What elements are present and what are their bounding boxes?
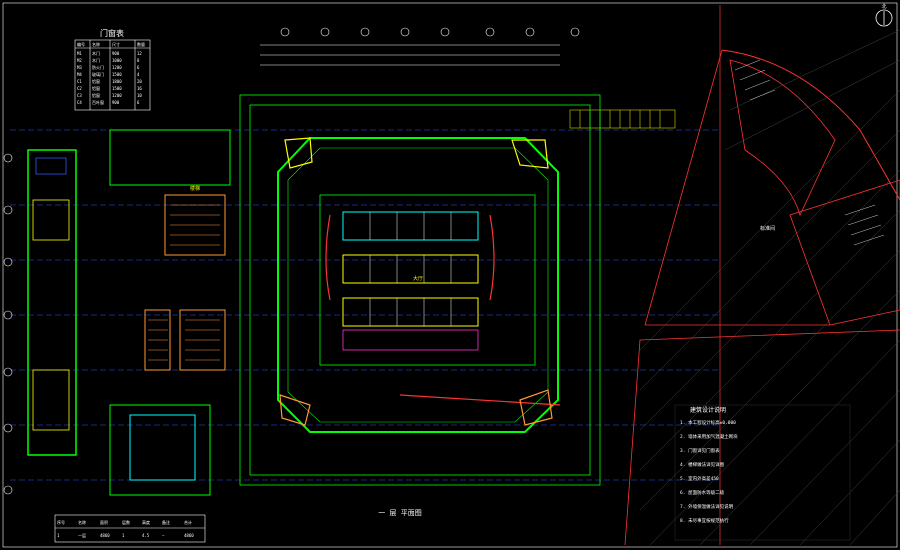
door-table-cell: 玻璃门 — [92, 71, 104, 77]
bottom-table-header: 名称 — [78, 519, 86, 525]
notes-frame — [674, 404, 851, 541]
note-line: 6. 屋面防水等级二级 — [680, 489, 725, 496]
door-table-cell: C3 — [77, 93, 82, 98]
stair-label: 楼梯 — [190, 185, 200, 192]
left-wing — [27, 149, 77, 456]
door-table-header: 编号 — [77, 41, 85, 47]
stair-hatching — [148, 204, 220, 361]
door-table-cell: 1800 — [112, 79, 122, 84]
door-table-header: 数量 — [137, 41, 145, 47]
section-marks — [325, 214, 561, 406]
bottom-table-cell: 1 — [57, 533, 60, 538]
north-label: 北 — [881, 3, 886, 10]
door-table-cell: 木门 — [92, 50, 100, 56]
site-walls — [239, 94, 601, 486]
hatch-area — [639, 29, 900, 546]
door-table-cell: M4 — [77, 72, 82, 77]
door-table-cell: 1500 — [112, 86, 122, 91]
door-table-title: 门窗表 — [100, 28, 124, 38]
door-table-cell: 6 — [137, 65, 140, 70]
door-table-grid — [74, 39, 151, 111]
door-table-cell: 10 — [137, 93, 142, 98]
building-outer-wall — [277, 137, 559, 433]
door-table-cell: C2 — [77, 86, 82, 91]
note-line: 1. 本工程设计标高±0.000 — [680, 419, 736, 426]
bottom-table-header: 高度 — [142, 519, 150, 525]
door-table-header: 名称 — [92, 41, 100, 47]
axis-bubbles-top — [280, 27, 580, 37]
door-table-cell: 8 — [137, 58, 140, 63]
bottom-table-header: 备注 — [162, 519, 170, 525]
bottom-table-cell: 1 — [122, 533, 125, 538]
bottom-table-header: 面积 — [100, 519, 108, 525]
left-frames — [109, 129, 231, 496]
door-table-cell: C4 — [77, 100, 82, 105]
stadium-seating — [624, 49, 900, 546]
plan-title: 一 层 平面图 — [378, 509, 421, 517]
note-line: 2. 墙体采用加气混凝土砌块 — [680, 433, 738, 440]
door-table-cell: 铝窗 — [92, 92, 100, 98]
door-table-cell: 防火门 — [92, 64, 104, 70]
door-table-cell: 铝窗 — [92, 78, 100, 84]
room-blocks — [342, 211, 479, 351]
door-table-cell: 12 — [137, 51, 142, 56]
note-line: 5. 室内外高差450 — [680, 475, 719, 482]
bottom-table-cell: 4860 — [100, 533, 110, 538]
seat-rows — [734, 59, 885, 246]
door-table-cell: 6 — [137, 100, 140, 105]
door-table-cell: 900 — [112, 100, 120, 105]
note-line: 4. 楼梯做法详见详图 — [680, 461, 725, 468]
door-table-cell: M1 — [77, 51, 82, 56]
door-table-cell: 木门 — [92, 57, 100, 63]
door-table-cell: 900 — [112, 51, 120, 56]
notes-title: 建筑设计说明 — [690, 406, 726, 414]
door-table-cell: C1 — [77, 79, 82, 84]
building-inner-wall — [287, 147, 549, 423]
bottom-table-grid — [54, 514, 206, 543]
door-table-cell: 铝窗 — [92, 85, 100, 91]
door-table-cell: 1200 — [112, 65, 122, 70]
note-line: 8. 未尽事宜按规范执行 — [680, 517, 729, 524]
door-table-cell: 1000 — [112, 58, 122, 63]
axis-lines — [10, 129, 720, 481]
corner-towers — [279, 137, 553, 426]
door-table-cell: 20 — [137, 79, 142, 84]
door-table-cell: 1200 — [112, 93, 122, 98]
door-table-header: 尺寸 — [112, 41, 120, 47]
bottom-table-cell: 4.5 — [142, 533, 150, 538]
bottom-table-cell: 4860 — [184, 533, 194, 538]
axis-bubbles-left — [3, 153, 13, 495]
door-table-cell: 百叶窗 — [92, 99, 104, 105]
bottom-table-header: 层数 — [122, 519, 130, 525]
door-table-cell: 4 — [137, 72, 140, 77]
entrance-stairs — [569, 109, 676, 129]
bottom-table-header: 合计 — [184, 519, 192, 525]
room-label: 标准间 — [760, 225, 775, 232]
door-table-cell: 1500 — [112, 72, 122, 77]
bottom-table-cell: 一层 — [78, 532, 86, 538]
door-table-cell: M2 — [77, 58, 82, 63]
hall-outline — [319, 194, 536, 366]
bottom-table-cell: — — [162, 533, 165, 538]
center-label: 大厅 — [413, 275, 423, 282]
door-table-cell: M3 — [77, 65, 82, 70]
top-dimensions — [260, 44, 560, 66]
north-arrow-icon — [875, 9, 893, 27]
bottom-table-header: 序号 — [57, 519, 65, 525]
note-line: 3. 门窗详见门窗表 — [680, 447, 720, 454]
note-line: 7. 外墙保温做法详见说明 — [680, 503, 734, 510]
door-table-cell: 16 — [137, 86, 142, 91]
